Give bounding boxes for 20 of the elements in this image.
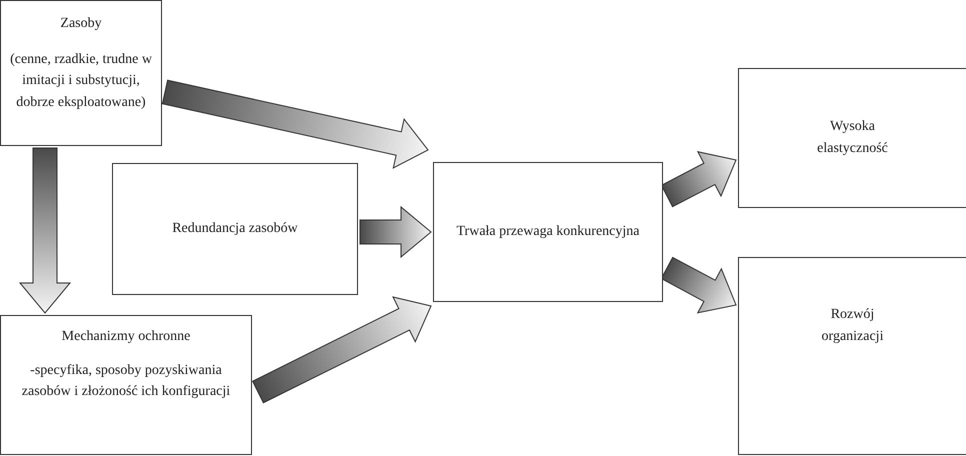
block-arrow bbox=[360, 206, 432, 258]
box-title: Rozwój organizacji bbox=[820, 306, 884, 346]
text-box bbox=[0, 0, 162, 146]
block-arrow bbox=[252, 296, 432, 404]
text-box bbox=[433, 162, 663, 302]
block-arrow bbox=[162, 80, 429, 169]
box-title: Trwała przewaga konkurencyjna bbox=[456, 223, 640, 242]
block-arrow bbox=[660, 256, 737, 314]
block-arrow bbox=[660, 151, 737, 208]
box-title: Mechanizmy ochronne bbox=[62, 328, 190, 346]
box-title: Wysoka elastyczność bbox=[816, 118, 889, 158]
text-box bbox=[112, 163, 358, 295]
box-description: (cenne, rzadkie, trudne w imitacji i substytucji, dobrze eksploatowane) bbox=[9, 50, 153, 112]
text-box bbox=[0, 315, 252, 455]
block-arrow bbox=[18, 148, 72, 314]
box-title: Redundancja zasobów bbox=[172, 220, 298, 238]
box-description: -specyfika, sposoby pozyskiwania zasobów i złożoność ich konfiguracji bbox=[20, 362, 232, 402]
box-title: Zasoby bbox=[60, 15, 102, 33]
text-box bbox=[738, 68, 966, 208]
text-box bbox=[738, 257, 966, 455]
